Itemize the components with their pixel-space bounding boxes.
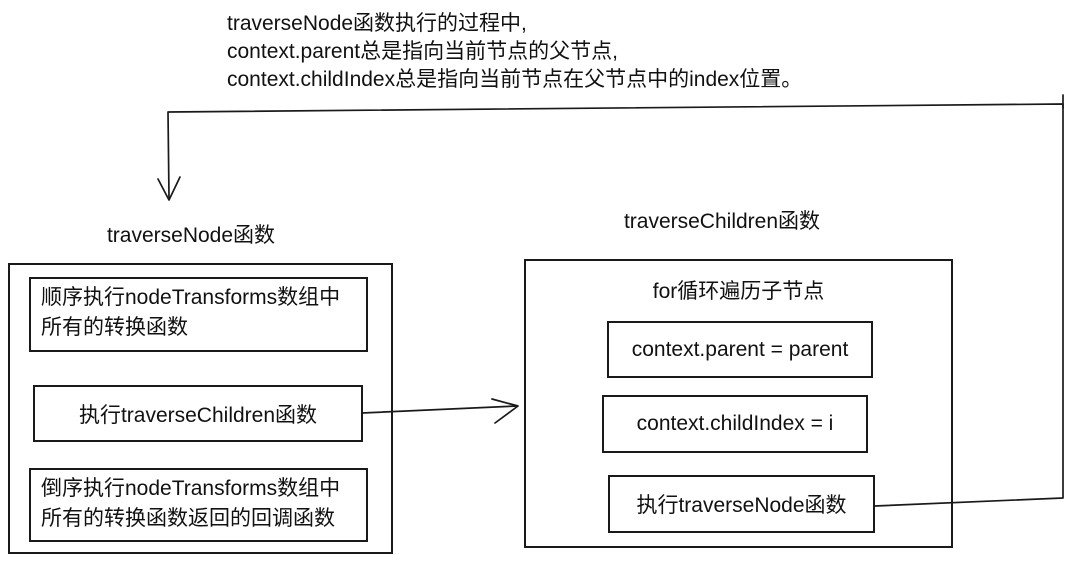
call-arrowhead <box>491 398 519 424</box>
step-run-node-transforms: 顺序执行nodeTransforms数组中所有的转换函数 <box>29 277 368 352</box>
step-run-transform-callbacks: 倒序执行nodeTransforms数组中所有的转换函数返回的回调函数 <box>29 468 368 542</box>
annotation-line-1: traverseNode函数执行的过程中, <box>227 12 527 35</box>
traverse-children-title: traverseChildren函数 <box>623 210 821 233</box>
step-call-traverse-children: 执行traverseChildren函数 <box>33 385 363 442</box>
traverse-children-box: for循环遍历子节点 context.parent = parent conte… <box>524 259 953 548</box>
step-call-traverse-node: 执行traverseNode函数 <box>608 475 875 533</box>
step-set-context-child-index: context.childIndex = i <box>602 395 868 453</box>
annotation-line-3: context.childIndex总是指向当前节点在父节点中的index位置。 <box>227 68 803 91</box>
annotation-note: traverseNode函数执行的过程中, context.parent总是指向… <box>227 10 802 94</box>
step-set-context-parent: context.parent = parent <box>607 321 873 378</box>
for-loop-label: for循环遍历子节点 <box>652 280 825 303</box>
traverse-node-box: 顺序执行nodeTransforms数组中所有的转换函数 执行traverseC… <box>8 263 393 554</box>
annotation-line-2: context.parent总是指向当前节点的父节点, <box>227 40 618 63</box>
loop-down-arrowhead <box>157 176 181 201</box>
traverse-node-title: traverseNode函数 <box>106 224 276 247</box>
